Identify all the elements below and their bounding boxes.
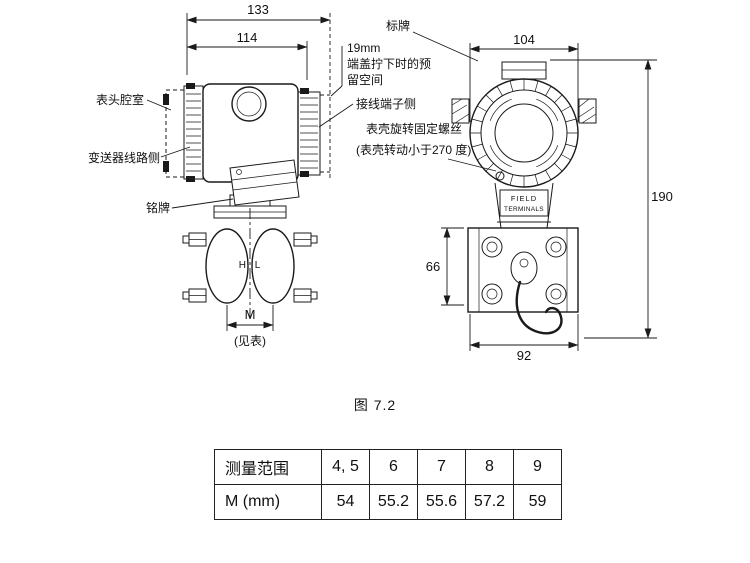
leader-circuit-side — [160, 146, 191, 158]
leader-tag-plate — [412, 31, 479, 62]
label-circuit-side: 变送器线路侧 — [88, 150, 160, 165]
bolt — [545, 283, 567, 305]
note-cap-space-line3: 留空间 — [347, 73, 383, 87]
left-view-labels: 表头腔室 变送器线路侧 铭牌 — [88, 92, 234, 215]
dimension-92: 92 — [469, 314, 579, 363]
leader-nameplate — [171, 198, 234, 209]
housing-lock-screw — [495, 171, 505, 181]
dim-92-text: 92 — [517, 348, 531, 363]
table-header-cell: 8 — [465, 449, 514, 485]
bolt — [481, 236, 503, 258]
dim-190-text: 190 — [651, 189, 673, 204]
table-cell: 55.6 — [417, 484, 466, 520]
table-header-row: 测量范围 4, 5 6 7 8 9 — [214, 449, 562, 485]
terminal-neck: FIELD TERMINALS — [494, 182, 554, 229]
table-value-row: M (mm) 54 55.2 55.6 57.2 59 — [214, 484, 562, 520]
removed-cover-outline — [163, 89, 185, 178]
label-display-chamber: 表头腔室 — [96, 92, 144, 107]
label-nameplate: 铭牌 — [146, 200, 170, 215]
table-header-cell: 6 — [369, 449, 418, 485]
measuring-range-table: 测量范围 4, 5 6 7 8 9 M (mm) 54 55.2 55.6 57… — [214, 449, 562, 520]
dimension-114: 114 — [186, 30, 308, 80]
side-lugs — [451, 98, 597, 124]
table-cell: M (mm) — [214, 484, 322, 520]
process-flanges: H L — [182, 208, 318, 318]
leader-terminal-side — [318, 103, 354, 128]
dimension-m: M (见表) — [226, 305, 274, 348]
dim-133-text: 133 — [247, 2, 269, 17]
display-window — [231, 86, 267, 122]
table-header-cell: 测量范围 — [214, 449, 322, 485]
dim-m-text: M — [245, 307, 256, 322]
dim-m-note: (见表) — [234, 334, 266, 348]
note-screw-line1: 表壳旋转固定螺丝 — [366, 121, 462, 136]
housing-front — [451, 78, 597, 188]
table-header-cell: 4, 5 — [321, 449, 370, 485]
high-low-marks: H L — [239, 260, 264, 271]
note-screw-line2: (表壳转动小于270 度) — [356, 142, 471, 157]
dim-114-text: 114 — [237, 30, 258, 45]
left-view: 133 114 — [88, 2, 331, 348]
bolt — [545, 236, 567, 258]
device-text-terminals: TERMINALS — [504, 206, 544, 213]
annotation-notes: 19mm 端盖拧下时的预 留空间 接线端子侧 表壳旋转固定螺丝 (表壳转动小于2… — [318, 41, 497, 172]
note-cap-space-line2: 端盖拧下时的预 — [347, 56, 431, 71]
dimension-190: 190 — [550, 59, 673, 339]
note-cap-space-line1: 19mm — [347, 41, 380, 55]
leader-screw-note — [447, 158, 497, 172]
leader-display-chamber — [146, 99, 172, 111]
left-end-cap — [183, 83, 204, 182]
cable — [515, 280, 563, 335]
dimension-104: 104 — [469, 32, 579, 122]
bolt — [481, 283, 503, 305]
nameplate — [229, 159, 300, 206]
table-cell: 54 — [321, 484, 370, 520]
table-cell: 57.2 — [465, 484, 514, 520]
table-cell: 55.2 — [369, 484, 418, 520]
tag-plate — [501, 61, 547, 80]
label-tag-plate: 标牌 — [386, 19, 410, 33]
right-view: 标牌 104 — [386, 19, 673, 363]
table-header-cell: 9 — [513, 449, 562, 485]
dim-104-text: 104 — [513, 32, 535, 47]
figure-caption: 图 7.2 — [353, 397, 397, 413]
right-end-cap — [297, 88, 330, 177]
dimension-66: 66 — [426, 227, 464, 306]
dim-66-text: 66 — [426, 259, 440, 274]
device-text-field: FIELD — [511, 194, 537, 203]
table-cell: 59 — [513, 484, 562, 520]
figure-7-2-drawing: 133 114 — [88, 2, 673, 363]
label-terminal-side: 接线端子侧 — [356, 96, 416, 111]
table-header-cell: 7 — [417, 449, 466, 485]
mounting-flange — [467, 227, 579, 335]
